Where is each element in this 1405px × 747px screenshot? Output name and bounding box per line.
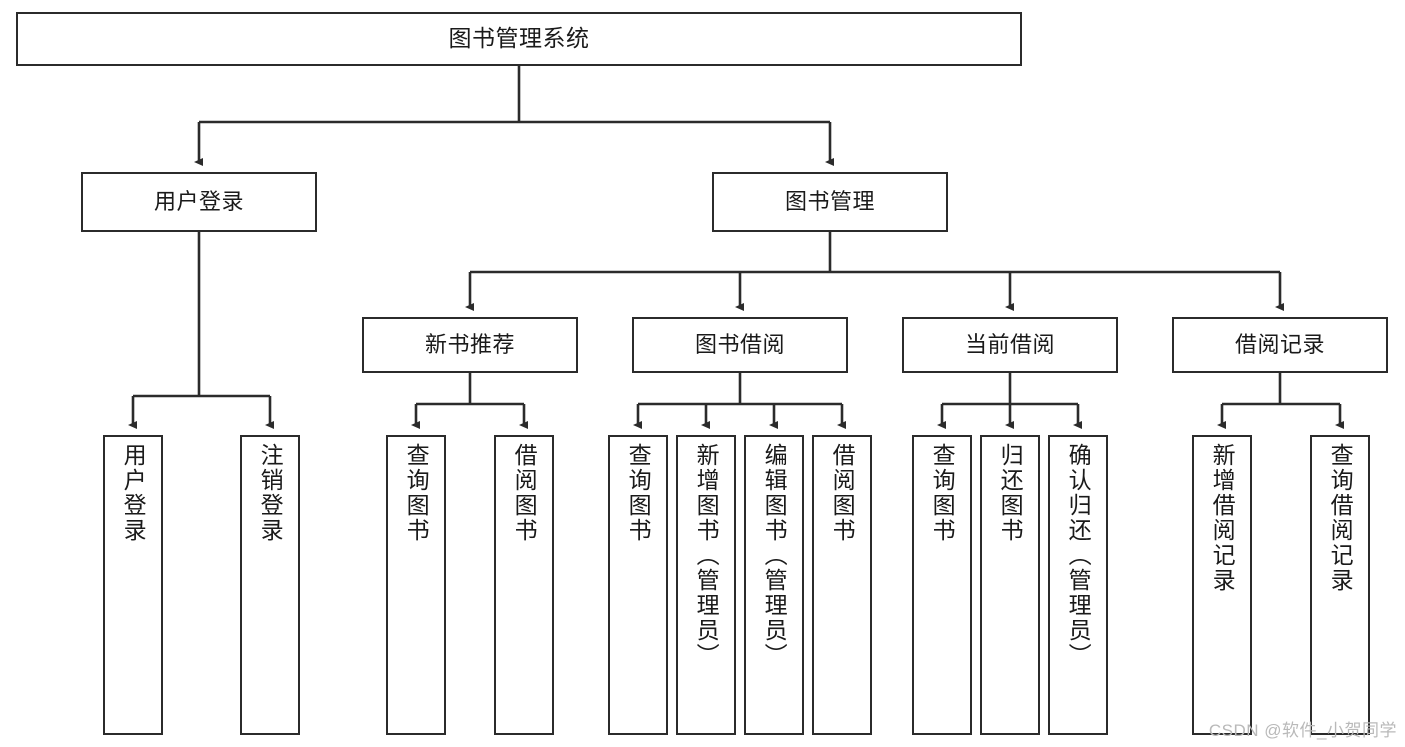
node-label: 借阅图书 [511, 443, 538, 543]
leaf-user-logout[interactable]: 注销登录 [240, 435, 300, 735]
node-current-borrowing[interactable]: 当前借阅 [902, 317, 1118, 373]
node-user-login[interactable]: 用户登录 [81, 172, 317, 232]
node-label: 查询图书 [625, 443, 652, 543]
node-label: 当前借阅 [964, 332, 1055, 358]
node-label: 查询图书 [403, 443, 430, 543]
node-label: 用户登录 [120, 443, 147, 543]
node-label: 借阅记录 [1234, 332, 1325, 358]
node-label: 新增借阅记录 [1209, 443, 1236, 593]
node-label: 图书借阅 [694, 332, 785, 358]
node-label: 查询借阅记录 [1327, 443, 1354, 593]
node-label: 注销登录 [257, 443, 284, 543]
leaf-current-confirm-return-admin[interactable]: 确认归还（管理员） [1048, 435, 1108, 735]
node-label: 归还图书 [997, 443, 1024, 543]
leaf-borrow-lend-book[interactable]: 借阅图书 [812, 435, 872, 735]
node-label: 新书推荐 [424, 332, 515, 358]
leaf-current-query-book[interactable]: 查询图书 [912, 435, 972, 735]
node-label: 确认归还（管理员） [1065, 443, 1092, 668]
node-label: 图书管理 [784, 189, 875, 215]
node-root-book-management-system[interactable]: 图书管理系统 [16, 12, 1022, 66]
leaf-borrow-add-book-admin[interactable]: 新增图书（管理员） [676, 435, 736, 735]
node-book-borrowing[interactable]: 图书借阅 [632, 317, 848, 373]
leaf-record-query-borrow-record[interactable]: 查询借阅记录 [1310, 435, 1370, 735]
node-label: 查询图书 [929, 443, 956, 543]
node-label: 新增图书（管理员） [693, 443, 720, 668]
node-borrowing-record[interactable]: 借阅记录 [1172, 317, 1388, 373]
leaf-recommend-query-book[interactable]: 查询图书 [386, 435, 446, 735]
node-label: 借阅图书 [829, 443, 856, 543]
node-book-management[interactable]: 图书管理 [712, 172, 948, 232]
leaf-record-add-borrow-record[interactable]: 新增借阅记录 [1192, 435, 1252, 735]
watermark-text: CSDN @软件_小贺同学 [1208, 721, 1397, 740]
leaf-current-return-book[interactable]: 归还图书 [980, 435, 1040, 735]
node-new-book-recommendation[interactable]: 新书推荐 [362, 317, 578, 373]
node-label: 图书管理系统 [448, 25, 590, 52]
leaf-borrow-edit-book-admin[interactable]: 编辑图书（管理员） [744, 435, 804, 735]
node-label: 编辑图书（管理员） [761, 443, 788, 668]
leaf-recommend-borrow-book[interactable]: 借阅图书 [494, 435, 554, 735]
node-label: 用户登录 [153, 189, 244, 215]
leaf-borrow-query-book[interactable]: 查询图书 [608, 435, 668, 735]
leaf-user-login[interactable]: 用户登录 [103, 435, 163, 735]
